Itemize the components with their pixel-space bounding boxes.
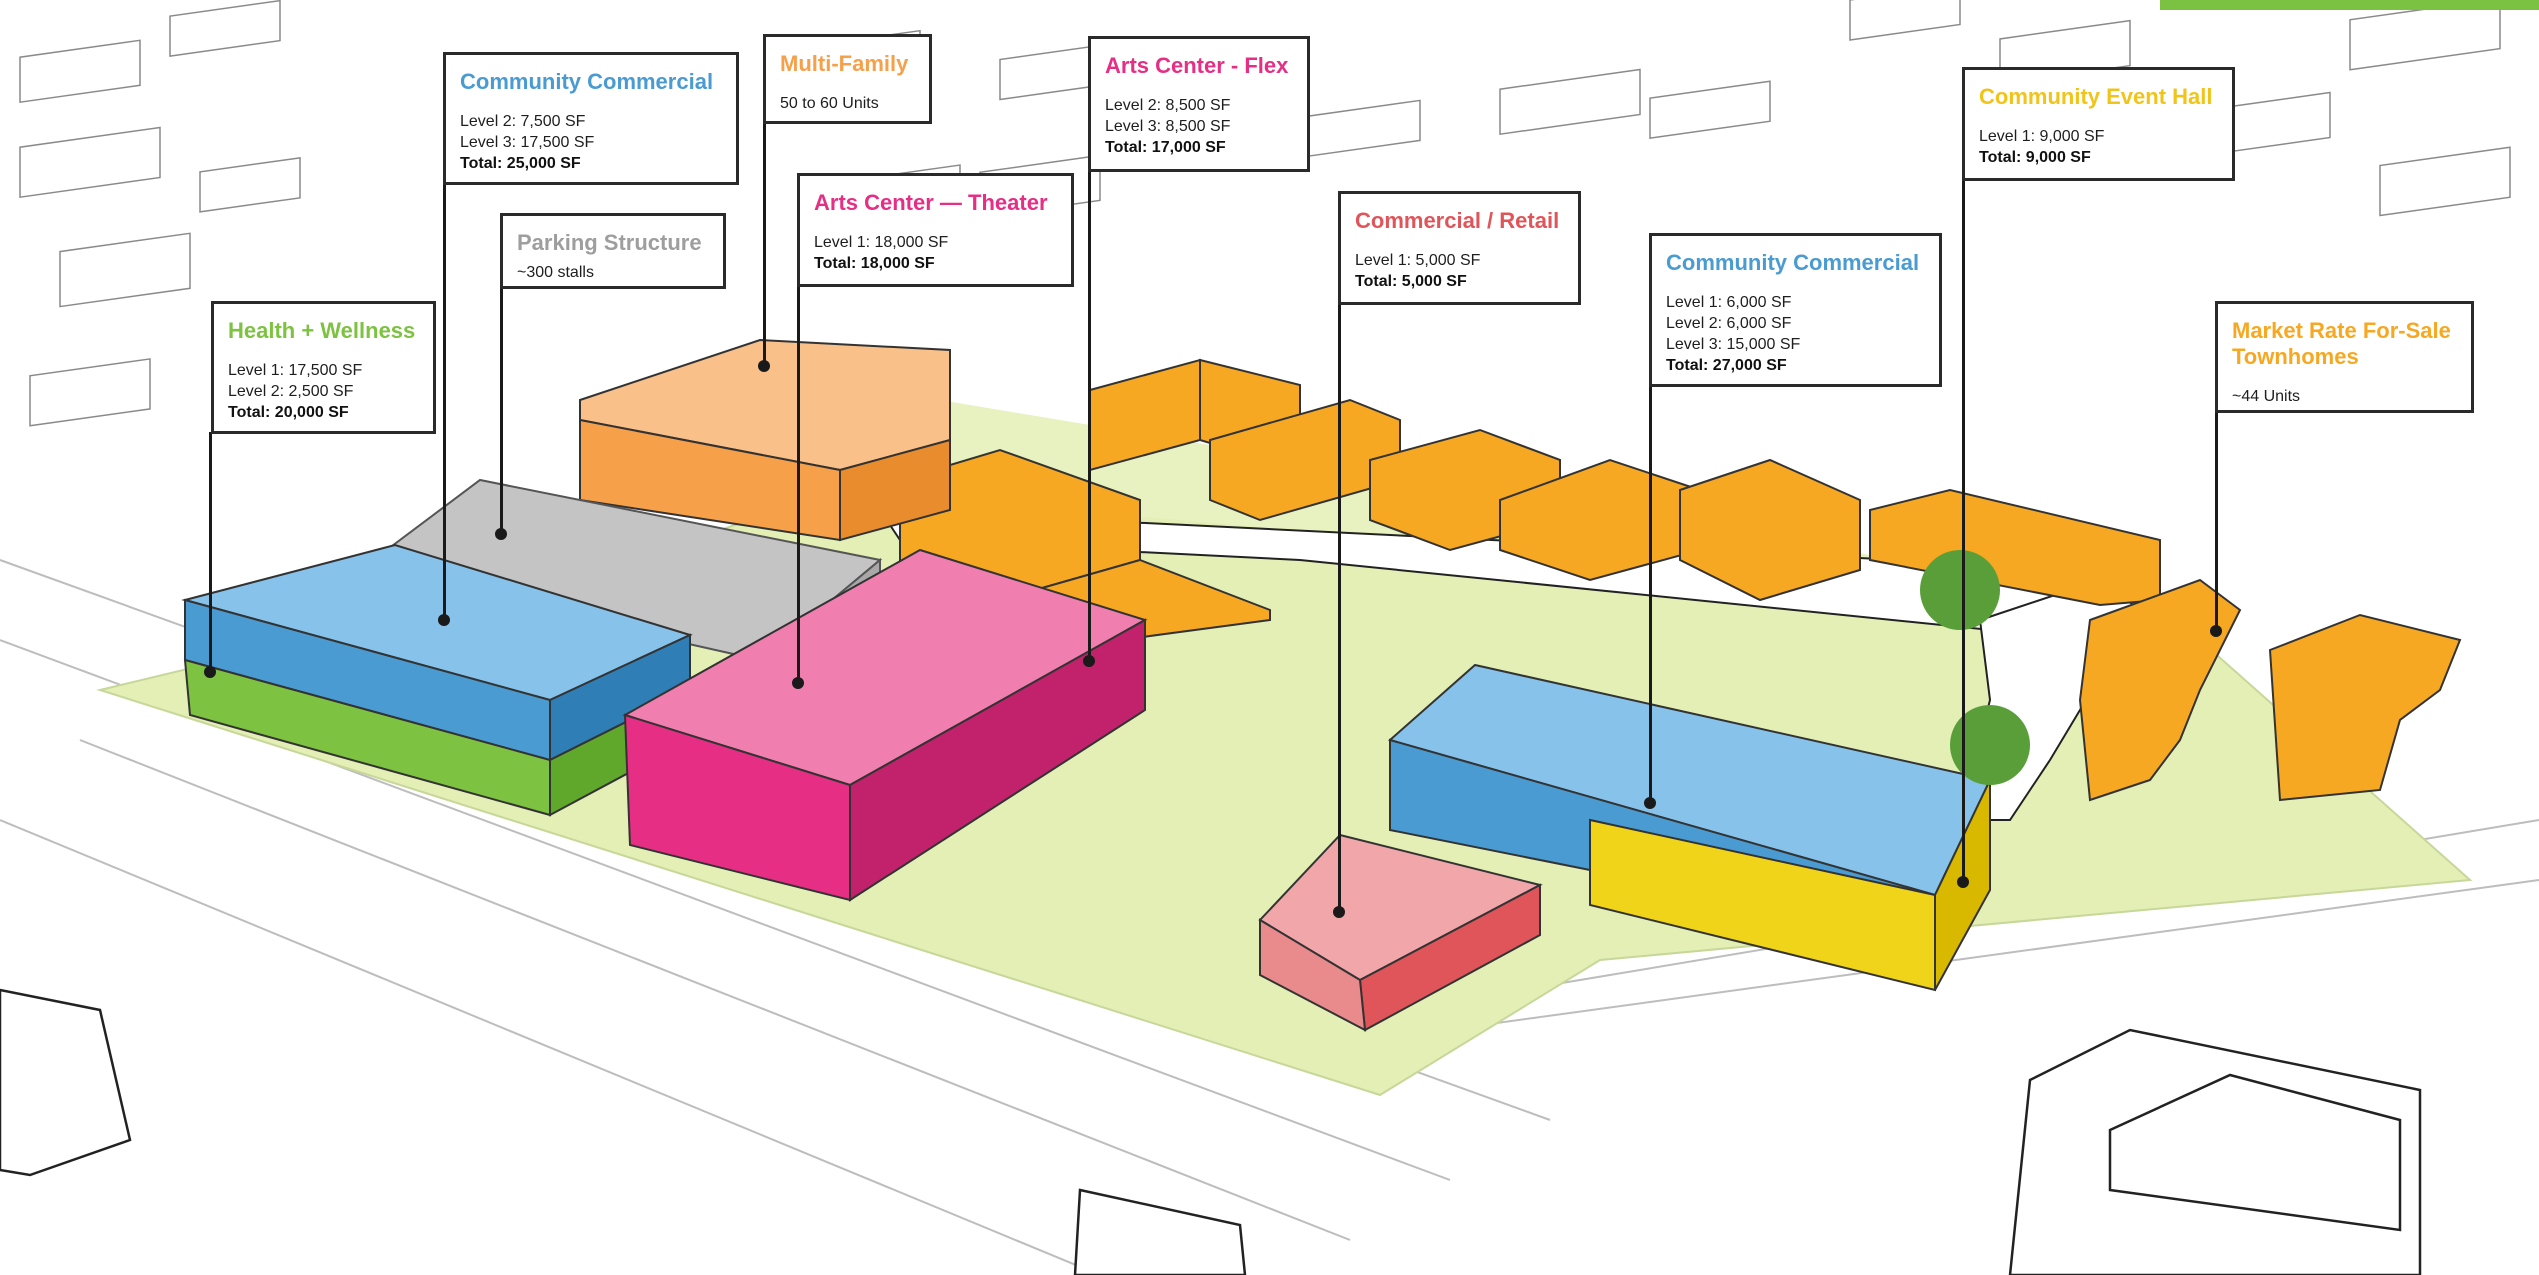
callout-line: Level 3: 17,500 SF — [460, 134, 595, 151]
dot-comm-east — [1644, 797, 1656, 809]
callout-community-event-hall: Community Event Hall Level 1: 9,000 SF T… — [1962, 67, 2235, 181]
callout-title: Community Commercial — [1666, 250, 1920, 275]
callout-title: Arts Center — Theater — [814, 190, 1048, 215]
leader-flex — [1088, 170, 1091, 661]
retail-building — [1258, 833, 1543, 1032]
multifamily-building — [579, 338, 951, 542]
dot-townhomes — [2210, 625, 2222, 637]
dot-parking — [495, 528, 507, 540]
leader-comm-east — [1649, 385, 1652, 803]
callout-total: Total: 20,000 SF — [228, 404, 349, 421]
callout-total: Total: 25,000 SF — [460, 155, 581, 172]
dot-retail — [1333, 906, 1345, 918]
callout-line: Level 1: 6,000 SF — [1666, 294, 1792, 311]
callout-title: Community Event Hall — [1979, 84, 2213, 109]
callout-title: Multi-Family — [780, 51, 909, 76]
callout-line: Level 3: 8,500 SF — [1105, 118, 1231, 135]
townhomes — [899, 358, 2462, 802]
callout-line: Level 3: 15,000 SF — [1666, 336, 1801, 353]
dot-flex — [1083, 655, 1095, 667]
leader-comm-west — [443, 184, 446, 620]
callout-line: Level 2: 6,000 SF — [1666, 315, 1792, 332]
callout-parking-structure: Parking Structure ~300 stalls — [500, 213, 726, 289]
callout-commercial-retail: Commercial / Retail Level 1: 5,000 SF To… — [1338, 191, 1581, 305]
callout-line: Level 2: 8,500 SF — [1105, 97, 1231, 114]
callout-arts-center-theater: Arts Center — Theater Level 1: 18,000 SF… — [797, 173, 1074, 287]
foreground-buildings — [0, 988, 2422, 1275]
callout-title: Arts Center - Flex — [1105, 53, 1289, 78]
callout-health-wellness: Health + Wellness Level 1: 17,500 SF Lev… — [211, 301, 436, 434]
leader-retail — [1338, 303, 1341, 912]
callout-total: Total: 9,000 SF — [1979, 149, 2091, 166]
leader-townhomes — [2215, 411, 2218, 631]
callout-arts-center-flex: Arts Center - Flex Level 2: 8,500 SF Lev… — [1088, 36, 1310, 172]
leader-theater — [797, 285, 800, 683]
corner-accent-tab — [2160, 0, 2539, 10]
dot-multifamily — [758, 360, 770, 372]
callout-multi-family: Multi-Family 50 to 60 Units — [763, 34, 932, 124]
callout-townhomes: Market Rate For-Sale Townhomes ~44 Units — [2215, 301, 2474, 413]
callout-line: ~44 Units — [2232, 388, 2301, 405]
trees — [1920, 550, 2030, 785]
callout-community-commercial-west: Community Commercial Level 2: 7,500 SF L… — [443, 52, 739, 185]
callout-title: Market Rate For-Sale Townhomes — [2232, 318, 2451, 369]
leader-health — [209, 432, 212, 672]
callout-total: Total: 27,000 SF — [1666, 357, 1787, 374]
callout-title: Health + Wellness — [228, 318, 416, 343]
callout-title: Commercial / Retail — [1355, 208, 1560, 233]
callout-total: Total: 17,000 SF — [1105, 139, 1226, 156]
leader-multifamily — [763, 122, 766, 366]
callout-line: Level 1: 18,000 SF — [814, 234, 949, 251]
callout-community-commercial-east: Community Commercial Level 1: 6,000 SF L… — [1649, 233, 1942, 387]
callout-line: ~300 stalls — [517, 264, 594, 281]
callout-total: Total: 5,000 SF — [1355, 273, 1467, 290]
leader-parking — [500, 287, 503, 534]
callout-line: Level 1: 5,000 SF — [1355, 252, 1481, 269]
callout-line: Level 1: 9,000 SF — [1979, 128, 2105, 145]
callout-title: Community Commercial — [460, 69, 714, 94]
leader-event-hall — [1962, 180, 1965, 882]
dot-theater — [792, 677, 804, 689]
arts-center — [622, 548, 1148, 902]
callout-title: Parking Structure — [517, 230, 702, 255]
callout-line: Level 1: 17,500 SF — [228, 362, 363, 379]
callout-line: 50 to 60 Units — [780, 95, 879, 112]
dot-event-hall — [1957, 876, 1969, 888]
callout-line: Level 2: 2,500 SF — [228, 383, 354, 400]
dot-comm-west — [438, 614, 450, 626]
callout-total: Total: 18,000 SF — [814, 255, 935, 272]
dot-health — [204, 666, 216, 678]
callout-line: Level 2: 7,500 SF — [460, 113, 586, 130]
